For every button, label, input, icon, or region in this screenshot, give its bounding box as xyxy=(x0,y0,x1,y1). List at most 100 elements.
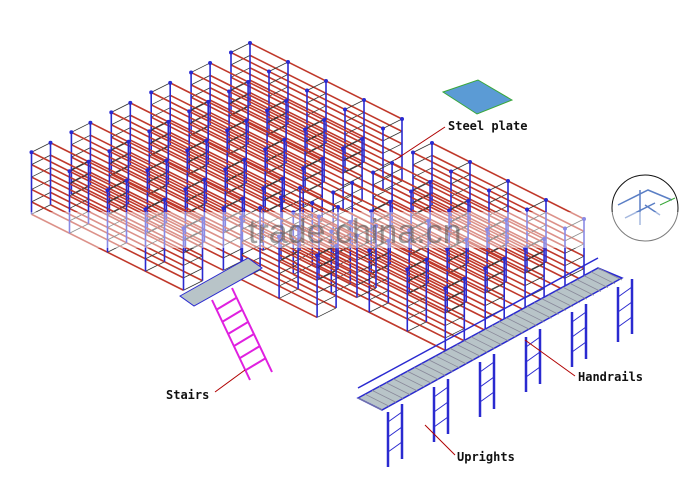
upright-cap xyxy=(443,286,448,291)
upright-cap xyxy=(445,247,450,252)
shelf-edge xyxy=(448,200,469,211)
shelf-edge xyxy=(488,193,509,204)
upright-cap xyxy=(405,267,410,272)
shelf-edge xyxy=(316,257,337,269)
upright-cap xyxy=(248,41,252,45)
upright-cap xyxy=(88,120,93,125)
shelf-edge xyxy=(147,160,167,171)
upright-cap xyxy=(69,130,74,135)
shelf-edge xyxy=(71,122,91,133)
upright-cap xyxy=(424,257,429,262)
upright-cap xyxy=(430,141,434,145)
upright-cap xyxy=(185,148,190,153)
shelf-edge xyxy=(410,181,431,192)
roller xyxy=(555,290,580,304)
shelf-edge xyxy=(280,200,301,211)
front-block-rack-row xyxy=(279,186,378,299)
shelf-edge xyxy=(183,218,203,229)
shelf-edge xyxy=(450,161,471,172)
shelf-edge xyxy=(278,226,299,237)
shelf-edge xyxy=(407,271,427,283)
shelf-edge xyxy=(407,321,427,332)
upright-cap xyxy=(149,90,154,95)
shelf-edge xyxy=(485,270,505,282)
shelf-edge xyxy=(524,263,545,274)
upright-cap xyxy=(449,169,453,174)
shelf-edge xyxy=(145,236,165,247)
shelf-edge xyxy=(564,218,585,229)
shelf-edge xyxy=(316,245,337,256)
upright-cap xyxy=(563,226,567,231)
roller xyxy=(534,302,559,315)
upright-cap xyxy=(315,253,320,258)
shelf-edge xyxy=(333,194,353,206)
shelf-edge xyxy=(230,42,251,53)
shelf-edge xyxy=(450,174,471,185)
shelf-edge xyxy=(445,315,465,326)
shelf-edge xyxy=(333,182,353,193)
upright-cap xyxy=(128,100,133,105)
upright-cap xyxy=(244,118,249,123)
upright-cap xyxy=(279,195,283,200)
shelf-edge xyxy=(71,134,91,146)
roller xyxy=(569,282,594,296)
shelf-edge xyxy=(316,270,337,281)
shelf-edge xyxy=(190,62,211,73)
shelf-edge xyxy=(447,251,467,263)
upright-cap xyxy=(166,119,171,124)
watermark: trade.china.cn xyxy=(248,213,462,251)
shelf-edge xyxy=(524,238,545,249)
upright-cap xyxy=(409,189,414,194)
upright-cap xyxy=(355,233,359,238)
shelf-edge xyxy=(316,282,337,294)
shelf-edge xyxy=(268,74,289,85)
shelf-edge xyxy=(145,261,165,272)
upright-cap xyxy=(189,70,194,75)
upright-cap xyxy=(298,186,302,190)
upright-cap xyxy=(202,177,207,182)
shelf-edge xyxy=(407,259,427,270)
right-block-rack-row xyxy=(331,180,507,332)
shelf-edge xyxy=(263,190,283,202)
upright-cap xyxy=(301,166,306,171)
shelf-edge xyxy=(278,263,299,275)
shelf-edge xyxy=(278,288,299,299)
upright-cap xyxy=(229,50,233,55)
upright-cap xyxy=(29,150,34,155)
shelf-edge xyxy=(69,161,89,172)
upright-cap xyxy=(504,217,509,222)
upright-cap xyxy=(240,196,245,201)
upright-cap xyxy=(265,108,270,113)
upright-cap xyxy=(187,109,192,114)
roller xyxy=(541,298,566,311)
roller xyxy=(428,359,453,373)
upright-cap xyxy=(162,197,167,202)
upright-cap xyxy=(221,206,226,211)
upright-cap xyxy=(277,234,282,239)
upright-cap xyxy=(447,208,452,213)
shelf-edge xyxy=(69,198,89,209)
shelf-edge xyxy=(107,205,127,216)
upright-cap xyxy=(483,266,488,271)
shelf-edge xyxy=(185,191,205,203)
upright-cap xyxy=(168,80,173,85)
roller xyxy=(576,279,602,292)
shelf-edge xyxy=(223,248,243,259)
upright-cap xyxy=(67,169,72,174)
roller xyxy=(498,321,524,334)
shelf-edge xyxy=(147,172,167,184)
shelf-edge xyxy=(524,250,545,262)
shelf-edge xyxy=(31,204,51,215)
detail-magnifier xyxy=(611,174,679,242)
upright-cap xyxy=(206,99,211,104)
shelf-edge xyxy=(372,162,393,173)
upright-cap xyxy=(324,79,328,83)
upright-cap xyxy=(263,147,268,152)
upright-brace xyxy=(571,341,587,353)
shelf-edge xyxy=(564,255,585,267)
upright-brace xyxy=(479,376,495,388)
shelf-edge xyxy=(371,201,391,212)
shelf-edge xyxy=(407,296,427,307)
label-steel-plate: Steel plate xyxy=(448,119,527,133)
upright-cap xyxy=(369,209,374,214)
